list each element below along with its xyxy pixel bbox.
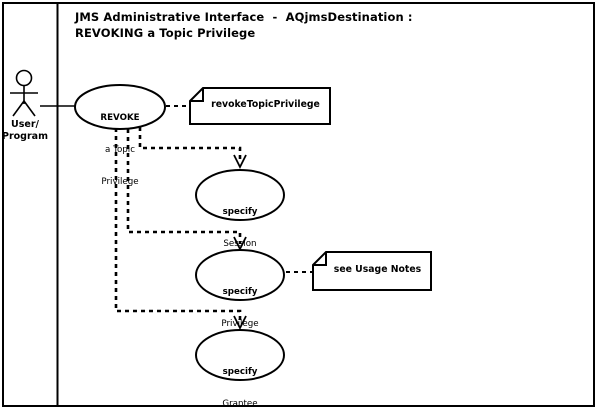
usecase-label-specify-privilege: specify Privilege bbox=[180, 266, 300, 351]
actor-right-leg-icon bbox=[23, 100, 36, 117]
usecase-ellipse-specify-grantee[interactable] bbox=[195, 329, 285, 381]
usecase-ellipse-specify-session[interactable] bbox=[195, 169, 285, 221]
note-shape-see-usage-notes bbox=[312, 251, 432, 291]
diagram-title-line-2: REVOKING a Topic Privilege bbox=[75, 26, 256, 40]
usecase-label-line-2: Privilege bbox=[221, 319, 259, 330]
usecase-ellipse-specify-privilege[interactable] bbox=[195, 249, 285, 301]
usecase-label-line-2: Session bbox=[223, 239, 257, 250]
usecase-label-specify-grantee: specify Grantee bbox=[180, 346, 300, 410]
usecase-label-line-1: REVOKE bbox=[100, 113, 140, 124]
note-fold-see-usage-notes bbox=[313, 252, 327, 266]
arrowhead-specify-session bbox=[233, 154, 247, 170]
note-label-see-usage-notes: see Usage Notes bbox=[333, 264, 422, 275]
note-label-revoke-topic-privilege: revokeTopicPrivilege bbox=[211, 99, 320, 110]
include-connector-specify-session bbox=[138, 127, 242, 162]
usecase-label-line-2: a Topic bbox=[105, 145, 135, 156]
actor-label-line-2: Program bbox=[2, 131, 48, 142]
diagram-title-line-1: JMS Administrative Interface - AQjmsDest… bbox=[75, 10, 413, 24]
note-fold-revoke-topic-privilege bbox=[190, 88, 204, 102]
usecase-ellipse-revoke-topic-privilege[interactable] bbox=[74, 84, 166, 130]
arrowhead-specify-grantee bbox=[233, 315, 247, 331]
note-shape-revoke-topic-privilege bbox=[189, 87, 331, 125]
usecase-label-line-1: specify bbox=[222, 207, 258, 218]
include-connector-specify-privilege bbox=[126, 129, 242, 244]
include-connector-specify-grantee bbox=[114, 128, 242, 323]
outer-border bbox=[2, 2, 595, 407]
usecase-label-line-1: specify bbox=[222, 367, 258, 378]
usecase-label-line-1: specify bbox=[222, 287, 258, 298]
actor-head-icon bbox=[15, 69, 33, 87]
usecase-label-line-2: Grantee bbox=[222, 399, 258, 410]
usecase-label-revoke-topic-privilege: REVOKE a Topic Privilege bbox=[60, 92, 180, 209]
usecase-label-line-3: Privilege bbox=[101, 176, 139, 187]
actor-label-line-1: User/ bbox=[11, 119, 39, 130]
usecase-label-specify-session: specify Session bbox=[180, 186, 300, 271]
actor-left-leg-icon bbox=[12, 100, 25, 117]
